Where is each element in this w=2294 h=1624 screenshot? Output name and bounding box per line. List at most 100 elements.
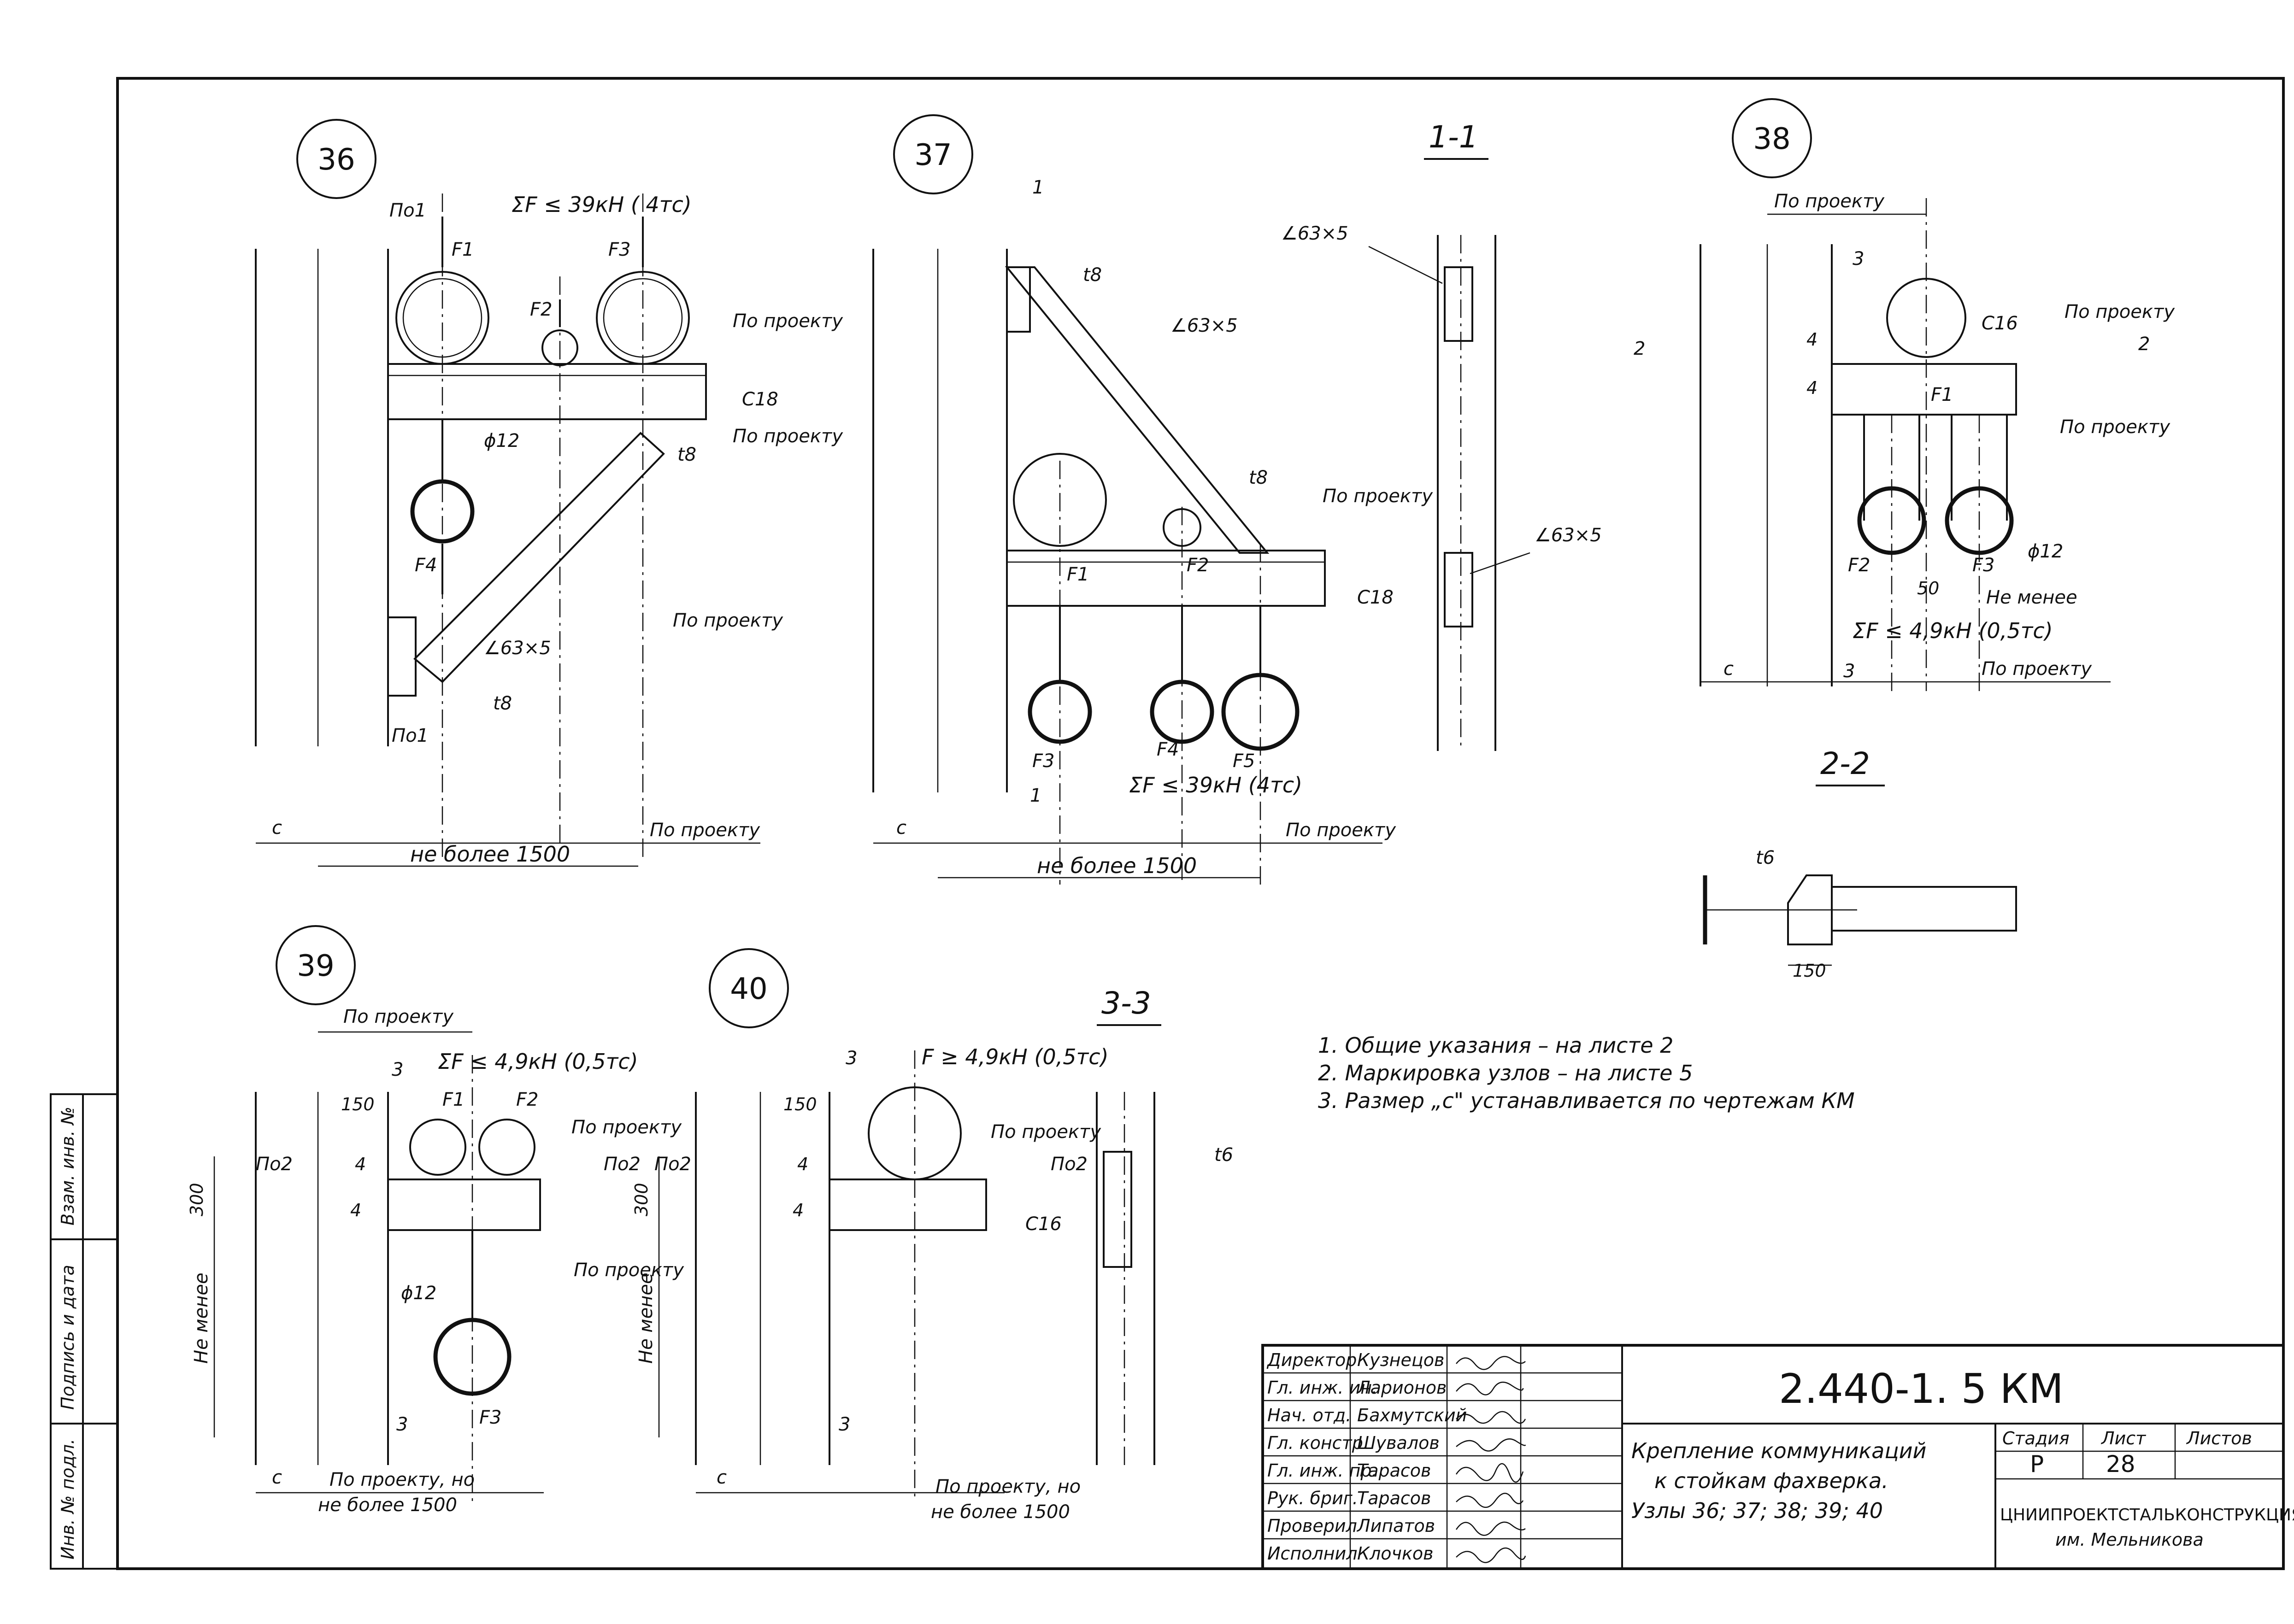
- side-stamp-vzam: Взам. инв. №: [58, 1107, 78, 1225]
- side-stamp: Взам. инв. № Подпись и дата Инв. № подл.: [50, 1093, 118, 1570]
- tb-name-1: Ларионов: [1356, 1378, 1447, 1398]
- tb-role-2: Нач. отд.: [1267, 1405, 1351, 1425]
- n39-mark3-top: 3: [392, 1059, 403, 1080]
- n39-proekt-no: По проекту, но: [329, 1469, 475, 1490]
- note-1: 1. Общие указания – на листе 2: [1318, 1033, 1673, 1058]
- beam-36: [387, 363, 707, 420]
- n38-proekt-top: По проекту: [1774, 191, 1885, 212]
- n39-len: не более 1500: [318, 1495, 457, 1516]
- s11-leader-bot: [1470, 552, 1530, 575]
- beam-39: [387, 1178, 541, 1231]
- n39-po2-left: По2: [256, 1154, 293, 1175]
- side-stamp-inv: Инв. № подл.: [58, 1439, 78, 1560]
- tb-role-3: Гл. констр.: [1267, 1433, 1369, 1453]
- tb-name-6: Липатов: [1356, 1516, 1435, 1536]
- n37-f4: F4: [1157, 739, 1179, 760]
- n39-f1: F1: [442, 1089, 465, 1110]
- brace-36: [413, 432, 665, 683]
- n36-angle: ∠63×5: [484, 638, 551, 659]
- n38-proekt-a: По проекту: [2065, 301, 2175, 322]
- tb-code: 2.440-1. 5 КМ: [1779, 1365, 2064, 1413]
- tb-role-5: Рук. бриг.: [1267, 1488, 1358, 1508]
- n40-ne-menee: Не менее: [635, 1272, 657, 1364]
- n37-len: не более 1500: [1037, 853, 1197, 878]
- n40-proekt-no: По проекту, но: [935, 1476, 1081, 1497]
- n36-f1: F1: [452, 239, 474, 260]
- n39-f2: F2: [516, 1089, 538, 1110]
- gusset-36-low: [387, 616, 417, 697]
- tb-title-2: к стойкам фахверка.: [1654, 1468, 1888, 1493]
- brace-37: [1005, 266, 1270, 554]
- tb-role-1: Гл. инж. ин.: [1267, 1378, 1377, 1398]
- node-39-marker: [276, 925, 356, 1005]
- n37-proekt-c: По проекту: [1286, 820, 1396, 841]
- n38-weld-a: 4: [1806, 329, 1818, 350]
- n39-sum: ΣF ≤ 4,9кН (0,5тс): [438, 1049, 638, 1074]
- section-1-1-title: 1-1: [1429, 119, 1478, 155]
- node-36-marker: [296, 119, 376, 199]
- beam-38: [1831, 363, 2017, 416]
- n37-proekt-b: По проекту: [673, 610, 783, 631]
- n40-weld-b: 4: [793, 1200, 804, 1220]
- tb-name-2: Бахмутский: [1357, 1405, 1467, 1425]
- tb-role-7: Исполнил: [1267, 1543, 1358, 1564]
- n36-f4: F4: [415, 555, 437, 576]
- node-38: 38 По проекту 3 C16 По проекту 2 2 4 4 F…: [1634, 98, 2175, 691]
- n39-proekt-top: По проекту: [343, 1006, 454, 1027]
- tb-org-2: им. Мельникова: [2055, 1530, 2204, 1550]
- s11-angle-top-label: ∠63×5: [1281, 223, 1348, 244]
- n37-c: c: [896, 817, 906, 838]
- n38-mark3-top: 3: [1853, 248, 1864, 270]
- n38-proekt-c: По проекту: [1982, 658, 2092, 680]
- n39-weld-b: 4: [350, 1200, 361, 1220]
- n39-po2-right-b: По2: [654, 1154, 691, 1175]
- n40-len: не более 1500: [931, 1501, 1070, 1523]
- s11-leader-top: [1368, 246, 1443, 284]
- n37-angle: ∠63×5: [1171, 315, 1238, 336]
- notes-block: 1. Общие указания – на листе 2 2. Маркир…: [1318, 1033, 1855, 1113]
- n38-phi12: ϕ12: [2028, 541, 2063, 562]
- section-1-1: 1-1 ∠63×5 ∠63×5: [1281, 119, 1602, 751]
- n37-c18: C18: [1357, 587, 1394, 608]
- title-block: Директор Кузнецов Гл. инж. ин. Ларионов …: [1261, 1344, 2294, 1570]
- n39-proekt-a: По проекту: [571, 1117, 682, 1138]
- n36-phi12: ϕ12: [484, 430, 519, 451]
- node-38-marker: [1732, 98, 1812, 178]
- node-39-number: 39: [297, 949, 334, 983]
- n36-c: c: [272, 817, 282, 838]
- tb-name-3: Шувалов: [1357, 1433, 1440, 1453]
- n37-f1: F1: [1067, 564, 1089, 585]
- gusset-37-top: [1006, 266, 1031, 333]
- tb-name-4: Тарасов: [1357, 1460, 1431, 1481]
- tb-role-0: Директор: [1266, 1350, 1357, 1370]
- n36-t8-a: t8: [677, 444, 696, 465]
- n36-t8-b: t8: [493, 693, 512, 714]
- n36-proekt-b: По проекту: [733, 426, 843, 447]
- n40-mark3-bot: 3: [839, 1414, 850, 1435]
- tb-title-1: Крепление коммуникаций: [1631, 1438, 1926, 1463]
- n40-dim300: 300: [631, 1183, 652, 1216]
- n36-po1-bot: По1: [392, 725, 429, 746]
- title-block-frame: [1261, 1344, 2285, 1570]
- tb-name-5: Тарасов: [1357, 1488, 1431, 1508]
- s22-beam: [1831, 886, 2017, 932]
- tb-name-7: Клочков: [1357, 1543, 1434, 1564]
- n40-mark3-top: 3: [846, 1048, 857, 1069]
- tb-role-4: Гл. инж. пр.: [1267, 1460, 1377, 1481]
- n39-mark3-bot: 3: [396, 1414, 408, 1435]
- section-3-3-title: 3-3: [1101, 985, 1151, 1021]
- n38-ne-menee: Не менее: [1986, 587, 2077, 608]
- sheet-frame: [116, 77, 2285, 1570]
- n37-sum: ΣF ≤ 39кН (4тс): [1129, 773, 1302, 797]
- tb-role-6: Проверил: [1267, 1516, 1357, 1536]
- s22-gusset: [1787, 874, 1833, 945]
- section-2-2-title: 2-2: [1820, 746, 1870, 781]
- side-stamp-frame: [50, 1093, 118, 1570]
- n38-proekt-b: По проекту: [2060, 416, 2170, 438]
- node-38-number: 38: [1753, 122, 1790, 156]
- pipe-36-c: [596, 271, 690, 365]
- tb-title-3: Узлы 36; 37; 38; 39; 40: [1631, 1498, 1883, 1523]
- n36-proekt-c: По проекту: [650, 820, 760, 841]
- n38-c16: C16: [1982, 313, 2018, 334]
- n38-f2: F2: [1848, 555, 1870, 576]
